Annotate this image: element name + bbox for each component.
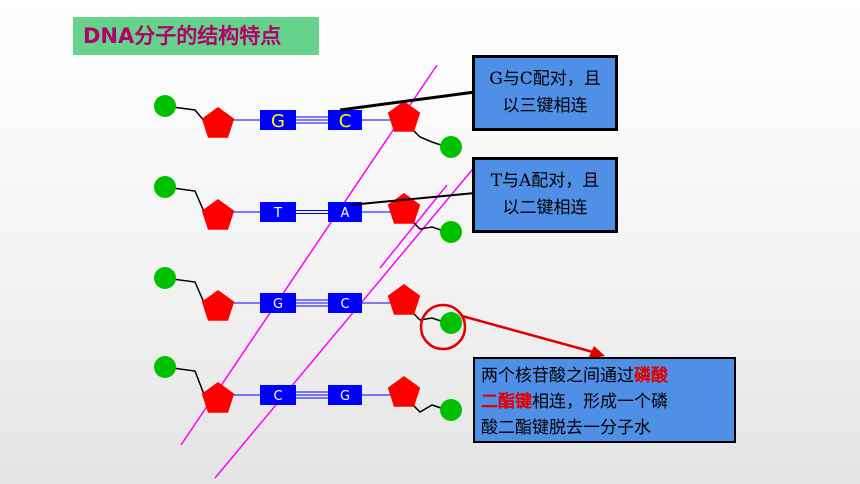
- right-backbone-strand: [214, 169, 473, 479]
- bond-callout-line3: 酸二酯键脱去一分子水: [481, 418, 651, 438]
- highlight-arrow-head: [588, 346, 605, 359]
- right-base: [328, 293, 362, 313]
- bond-callout-pre: 两个核苷酸之间通过: [481, 366, 634, 386]
- left-phosphate: [154, 176, 176, 198]
- left-phosphate: [154, 95, 176, 117]
- phosphodiester-bond-callout: 两个核苷酸之间通过磷酸 二酯键相连，形成一个磷 酸二酯键脱去一分子水: [473, 357, 736, 443]
- left-sugar-pentagon: [201, 382, 235, 413]
- left-base-letter: C: [273, 389, 282, 404]
- right-phosphate: [440, 312, 462, 334]
- left-base: [260, 293, 296, 313]
- bond-callout-post: 相连，形成一个磷: [532, 392, 668, 412]
- left-sugar-pentagon: [201, 290, 235, 321]
- left-base: [260, 202, 296, 222]
- bond-callout-highlight2: 二酯键: [481, 392, 532, 412]
- left-phosphate: [154, 267, 176, 289]
- right-backbone-strand-extension: [379, 184, 448, 269]
- right-base-letter: A: [341, 206, 350, 221]
- right-base-letter: C: [340, 297, 349, 312]
- left-sugar-pentagon: [201, 199, 235, 230]
- left-base: [260, 385, 296, 405]
- right-phosphate: [440, 136, 462, 158]
- right-sugar-pentagon: [387, 284, 421, 315]
- highlight-arrow-line: [461, 314, 594, 354]
- left-base-letter: G: [271, 111, 285, 132]
- ta-callout-line1: T与A配对，且: [490, 171, 600, 191]
- gc-pairing-callout: G与C配对，且 以三键相连: [472, 55, 618, 131]
- page-title: DNA分子的结构特点: [73, 17, 319, 55]
- right-sugar-pentagon: [387, 193, 421, 224]
- right-sugar-pentagon: [387, 376, 421, 407]
- right-phosphate: [440, 399, 462, 421]
- right-base: [328, 110, 362, 130]
- right-base-letter: C: [339, 111, 352, 132]
- left-base-letter: G: [273, 297, 283, 312]
- left-sugar-pentagon: [201, 107, 235, 138]
- bond-callout-line1: 两个核苷酸之间通过磷酸: [481, 363, 734, 389]
- ta-callout-line2: 以二键相连: [502, 198, 588, 218]
- left-base: [260, 110, 296, 130]
- left-phosphate: [154, 356, 176, 378]
- bond-callout-line2: 二酯键相连，形成一个磷: [481, 389, 734, 415]
- right-base-letter: G: [340, 389, 350, 404]
- right-base: [328, 202, 362, 222]
- gc-pointer-line: [339, 90, 476, 112]
- ta-pairing-callout: T与A配对，且 以二键相连: [472, 157, 618, 233]
- highlight-circle: [419, 303, 467, 351]
- right-sugar-pentagon: [387, 101, 421, 132]
- ta-pointer-line: [349, 192, 476, 206]
- gc-callout-line2: 以三键相连: [502, 96, 588, 116]
- gc-callout-line1: G与C配对，且: [489, 69, 601, 89]
- right-base: [328, 385, 362, 405]
- left-base-letter: T: [273, 206, 282, 221]
- bond-callout-highlight1: 磷酸: [634, 366, 668, 386]
- right-phosphate: [440, 221, 462, 243]
